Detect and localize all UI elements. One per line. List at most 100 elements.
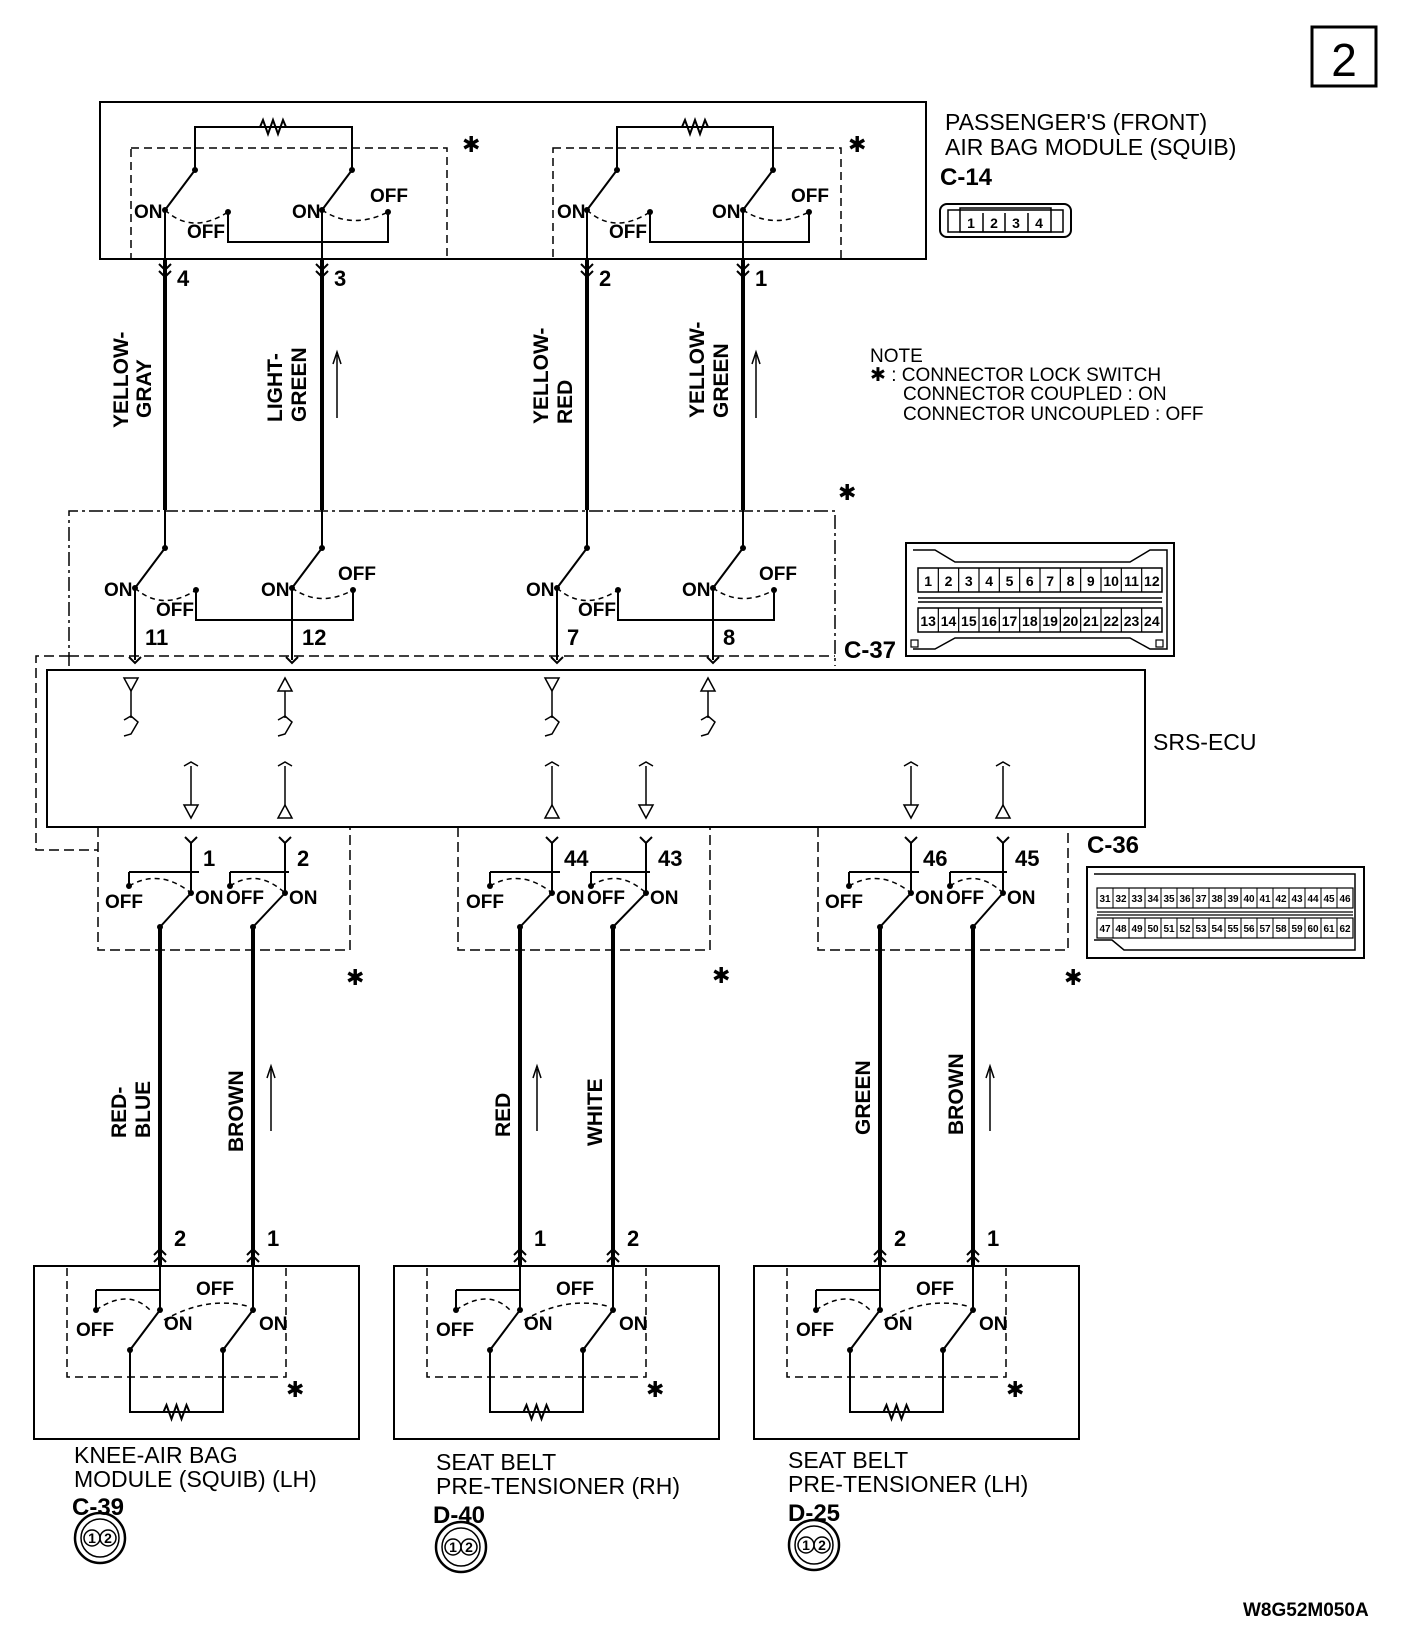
lock-switch-asterisk: ✱ [1064,965,1082,990]
c37-lock-switch: ✱ ON OFF ON OFF 11 12 ON OFF ON OFF [68,480,856,666]
svg-text:31: 31 [1099,894,1111,905]
svg-text:59: 59 [1291,924,1303,935]
svg-text:22: 22 [1103,613,1119,629]
lock-switch-asterisk: ✱ [346,965,364,990]
svg-text:OFF: OFF [76,1320,114,1341]
svg-text:4: 4 [1035,215,1043,231]
svg-text:55: 55 [1227,924,1239,935]
knee-airbag-label: MODULE (SQUIB) (LH) [74,1466,317,1492]
svg-text:50: 50 [1147,924,1159,935]
svg-text:39: 39 [1227,894,1239,905]
connector-c14-face: 1 2 3 4 [939,203,1072,238]
srs-ecu-label: SRS-ECU [1153,729,1257,755]
svg-text:45: 45 [1323,894,1335,905]
svg-text:ON: ON [619,1314,648,1335]
svg-text:✱: ✱ [1006,1377,1024,1402]
svg-text:OFF: OFF [436,1320,474,1341]
svg-text:OFF: OFF [587,888,625,909]
wire-color-label: YELLOW- [110,332,133,428]
svg-text:ON: ON [884,1314,913,1335]
svg-text:38: 38 [1211,894,1223,905]
svg-text:OFF: OFF [105,892,143,913]
svg-text:35: 35 [1163,894,1175,905]
svg-text:42: 42 [1275,894,1287,905]
svg-text:43: 43 [1291,894,1303,905]
svg-text:46: 46 [923,846,947,871]
connector-code-d25: D-25 [788,1500,840,1527]
svg-text:2: 2 [894,1226,906,1251]
connector-code-c39: C-39 [72,1494,124,1521]
diagram-code: W8G52M050A [1243,1600,1369,1621]
svg-text:2: 2 [990,215,998,231]
svg-text:34: 34 [1147,894,1159,905]
svg-text:20: 20 [1063,613,1079,629]
svg-text:36: 36 [1179,894,1191,905]
svg-text:51: 51 [1163,924,1175,935]
svg-text:CONNECTOR UNCOUPLED : OFF: CONNECTOR UNCOUPLED : OFF [903,404,1204,425]
svg-text:1: 1 [267,1226,279,1251]
wire-color-label: GRAY [133,359,156,418]
svg-text:ON: ON [1007,888,1036,909]
svg-text:14: 14 [941,613,957,629]
svg-text:5: 5 [1006,573,1014,589]
svg-text:7: 7 [567,625,579,650]
svg-text:47: 47 [1099,924,1111,935]
bottom-wires: RED- BLUE BROWN RED WHITE GREEN BROWN [108,927,995,1262]
svg-text:OFF: OFF [759,564,797,585]
svg-text:✱: ✱ [646,1377,664,1402]
connector-code-c36: C-36 [1087,832,1139,859]
svg-text:2: 2 [627,1226,639,1251]
pin-label: 3 [334,266,346,291]
svg-text:ON: ON [712,202,741,223]
wire-color-label: GREEN [852,1060,875,1135]
svg-text:3: 3 [1012,215,1020,231]
svg-text:ON: ON [195,888,224,909]
svg-text:ON: ON [292,202,321,223]
svg-text:57: 57 [1259,924,1271,935]
connector-code-c14: C-14 [940,164,993,191]
svg-text:ON: ON [289,888,318,909]
page-number: 2 [1331,34,1357,86]
pin-label: 4 [177,266,190,291]
wire-color-label: GREEN [288,347,311,422]
top-wires: 4 3 2 1 YELLOW- GRAY LIGHT- GREEN YELLOW… [110,259,767,510]
svg-text:2: 2 [818,1537,826,1553]
svg-text:7: 7 [1046,573,1054,589]
svg-text:19: 19 [1042,613,1058,629]
connector-code-c37: C-37 [844,637,896,664]
svg-text:OFF: OFF [187,222,225,243]
page-number-box [1310,25,1378,88]
svg-text:4: 4 [985,573,993,589]
svg-text:ON: ON [164,1314,193,1335]
svg-text:OFF: OFF [916,1279,954,1300]
wire-color-label: GREEN [710,343,733,418]
svg-text:40: 40 [1243,894,1255,905]
pin-label: 2 [599,266,611,291]
svg-text:ON: ON [557,202,586,223]
svg-text:2: 2 [174,1226,186,1251]
svg-text:ON: ON [526,580,555,601]
svg-text:OFF: OFF [556,1279,594,1300]
svg-text:OFF: OFF [226,888,264,909]
wire-color-label: LIGHT- [264,353,287,422]
svg-text:ON: ON [524,1314,553,1335]
srs-ecu: SRS-ECU [35,655,1257,851]
wire-color-label: RED [492,1093,515,1137]
wire-color-label: BLUE [132,1081,155,1138]
svg-text:10: 10 [1103,573,1119,589]
svg-text:1: 1 [534,1226,546,1251]
lock-switch-asterisk: ✱ [462,132,480,157]
svg-text:OFF: OFF [578,600,616,621]
svg-text:1: 1 [449,1539,457,1555]
svg-text:3: 3 [965,573,973,589]
svg-text:44: 44 [1307,894,1319,905]
svg-text:1: 1 [924,573,932,589]
svg-text:32: 32 [1115,894,1127,905]
svg-text:49: 49 [1131,924,1143,935]
svg-text:OFF: OFF [466,892,504,913]
passenger-airbag-label: AIR BAG MODULE (SQUIB) [945,134,1236,160]
wire-color-label: RED [554,380,577,424]
